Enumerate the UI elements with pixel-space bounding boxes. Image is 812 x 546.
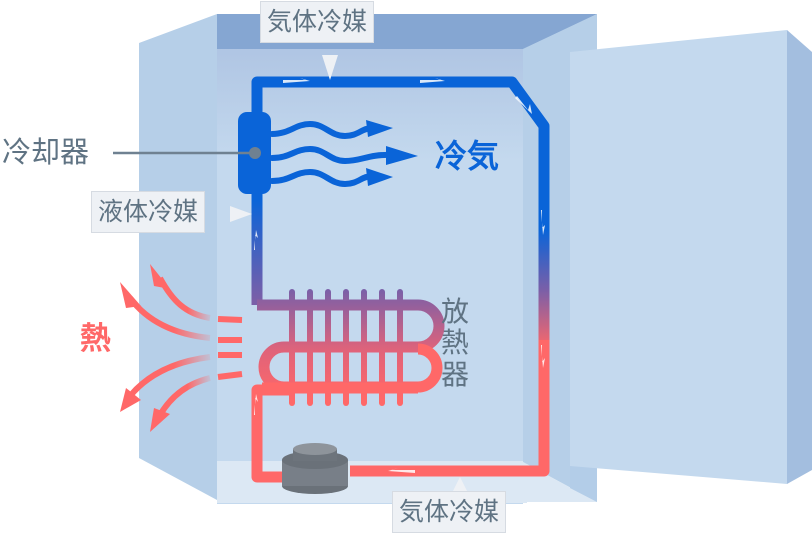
flow-arrows xyxy=(254,78,545,473)
heat-label: 熱 xyxy=(80,321,111,357)
callout-pointer-liquid xyxy=(230,206,252,222)
refrigerant-pipe-top xyxy=(251,76,550,255)
arrowhead-icon xyxy=(366,168,393,186)
heat-arrow-curve xyxy=(157,375,211,417)
flow-arrow-up-icon xyxy=(254,230,258,250)
flow-arrow-right-icon xyxy=(420,78,445,83)
flow-arrow-diag-icon xyxy=(515,96,532,114)
arrowhead-icon xyxy=(366,120,393,137)
flow-arrow-down-icon xyxy=(541,210,545,235)
door-front xyxy=(570,30,787,484)
compressor xyxy=(282,443,348,494)
cold-air-arrows xyxy=(269,120,395,188)
flow-arrow-down-icon xyxy=(541,345,545,368)
callout-pointer-top xyxy=(322,55,338,80)
cooler-leader-dot xyxy=(249,147,261,159)
arrowhead-icon xyxy=(120,282,141,308)
cold-air-wave xyxy=(269,145,395,165)
arrowhead-icon xyxy=(150,264,170,289)
cabinet-interior xyxy=(217,14,523,504)
cold-air-label: 冷気 xyxy=(435,137,500,175)
cold-air-wave xyxy=(269,168,375,188)
liquid-refrigerant-label: 液体冷媒 xyxy=(91,191,206,233)
door-edge xyxy=(787,30,812,484)
heat-flow-line xyxy=(217,371,243,380)
arrowhead-icon xyxy=(386,146,418,165)
arrowhead-icon xyxy=(120,388,141,412)
flow-arrow-left-icon xyxy=(388,468,415,473)
callout-pointer-bottom xyxy=(452,477,468,493)
heat-arrowheads xyxy=(120,264,170,432)
heat-flow-line xyxy=(217,316,243,323)
flow-arrow-up-icon xyxy=(254,394,258,415)
cooler-label: 冷却器 xyxy=(2,135,90,169)
gas-refrigerant-bottom-label: 気体冷媒 xyxy=(392,491,507,533)
cold-air-wave xyxy=(269,120,375,140)
cabinet-left-wall xyxy=(139,14,217,500)
flow-arrow-right-icon xyxy=(283,78,310,83)
cold-air-arrowheads xyxy=(366,120,418,186)
heat-arrow-curve xyxy=(127,354,211,398)
arrowhead-icon xyxy=(150,408,170,432)
gas-refrigerant-top-label: 気体冷媒 xyxy=(260,1,375,43)
radiator-label: 放熱器 xyxy=(441,295,470,391)
